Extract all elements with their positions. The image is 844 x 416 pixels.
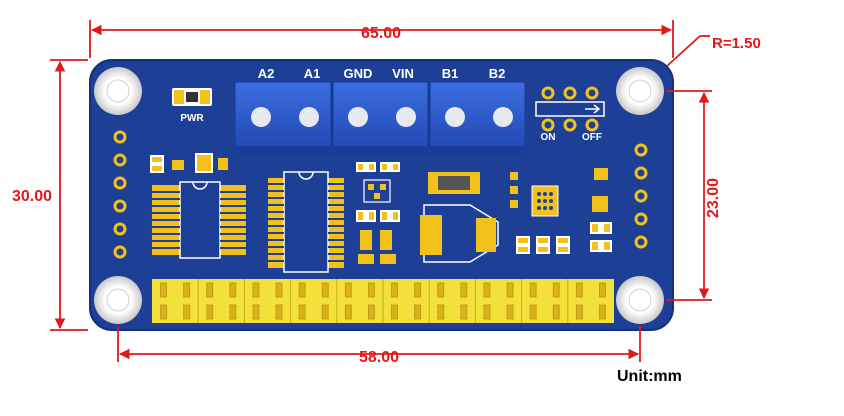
header-pin (252, 282, 260, 298)
pwr-label: PWR (180, 113, 204, 124)
header-pin (460, 282, 468, 298)
ic-chip-center (268, 171, 344, 273)
mounting-holes (94, 67, 664, 324)
header-pin (321, 282, 329, 298)
terminal-label-b1: B1 (442, 66, 459, 81)
header-pin (344, 282, 352, 298)
right-pin-pads (634, 143, 648, 249)
header-pin (552, 282, 560, 298)
unit-label: Unit:mm (617, 368, 682, 385)
header-pin (275, 282, 283, 298)
smd-components-right (510, 168, 612, 254)
header-pin (321, 304, 329, 320)
terminal-label-a2: A2 (258, 66, 275, 81)
header-pin (460, 304, 468, 320)
header-pin (437, 304, 445, 320)
hole-spacing-y-label: 23.00 (705, 178, 722, 218)
header-pin (437, 282, 445, 298)
header-pin (183, 304, 191, 320)
header-pin (344, 304, 352, 320)
ic-chip-left (152, 181, 246, 259)
left-pin-pads (113, 130, 127, 259)
header-pin (575, 282, 583, 298)
header-pin (529, 282, 537, 298)
terminal-label-b2: B2 (489, 66, 506, 81)
header-pin (368, 282, 375, 298)
header-pin (506, 282, 514, 298)
switch-off-label: OFF (582, 132, 602, 143)
header-pin (483, 304, 491, 320)
header-pin (599, 282, 606, 298)
header-pin (160, 282, 167, 298)
header-pin (391, 282, 398, 298)
header-pin (483, 282, 491, 298)
header-pin (391, 304, 398, 320)
gpio-header-40pin (152, 279, 614, 323)
address-switch (535, 86, 605, 132)
height-dimension-label: 30.00 (12, 188, 52, 205)
header-pin (368, 304, 375, 320)
header-pin (298, 282, 306, 298)
screw-terminal-block (234, 81, 526, 155)
header-pin (552, 304, 560, 320)
corner-radius-label: R=1.50 (712, 35, 761, 52)
header-pin (298, 304, 306, 320)
smd-components-left (150, 153, 228, 173)
header-pin (529, 304, 537, 320)
header-pin (599, 304, 606, 320)
header-pin (206, 282, 214, 298)
header-pin (414, 282, 422, 298)
terminal-label-a1: A1 (304, 66, 321, 81)
voltage-regulator (420, 172, 499, 263)
header-pin (252, 304, 260, 320)
header-pin (575, 304, 583, 320)
switch-on-label: ON (541, 132, 556, 143)
header-pin (275, 304, 283, 320)
header-pin (506, 304, 514, 320)
dimension-lines (50, 20, 712, 362)
hole-spacing-x-label: 58.00 (359, 349, 399, 366)
header-pin (414, 304, 422, 320)
width-dimension-label: 65.00 (361, 25, 401, 42)
power-led (172, 88, 212, 106)
terminal-label-gnd: GND (344, 66, 373, 81)
header-pin (160, 304, 167, 320)
header-pin (206, 304, 214, 320)
header-pin (229, 282, 237, 298)
smd-components-middle (356, 162, 400, 264)
header-pin (229, 304, 237, 320)
header-pin (183, 282, 191, 298)
terminal-label-vin: VIN (392, 66, 414, 81)
